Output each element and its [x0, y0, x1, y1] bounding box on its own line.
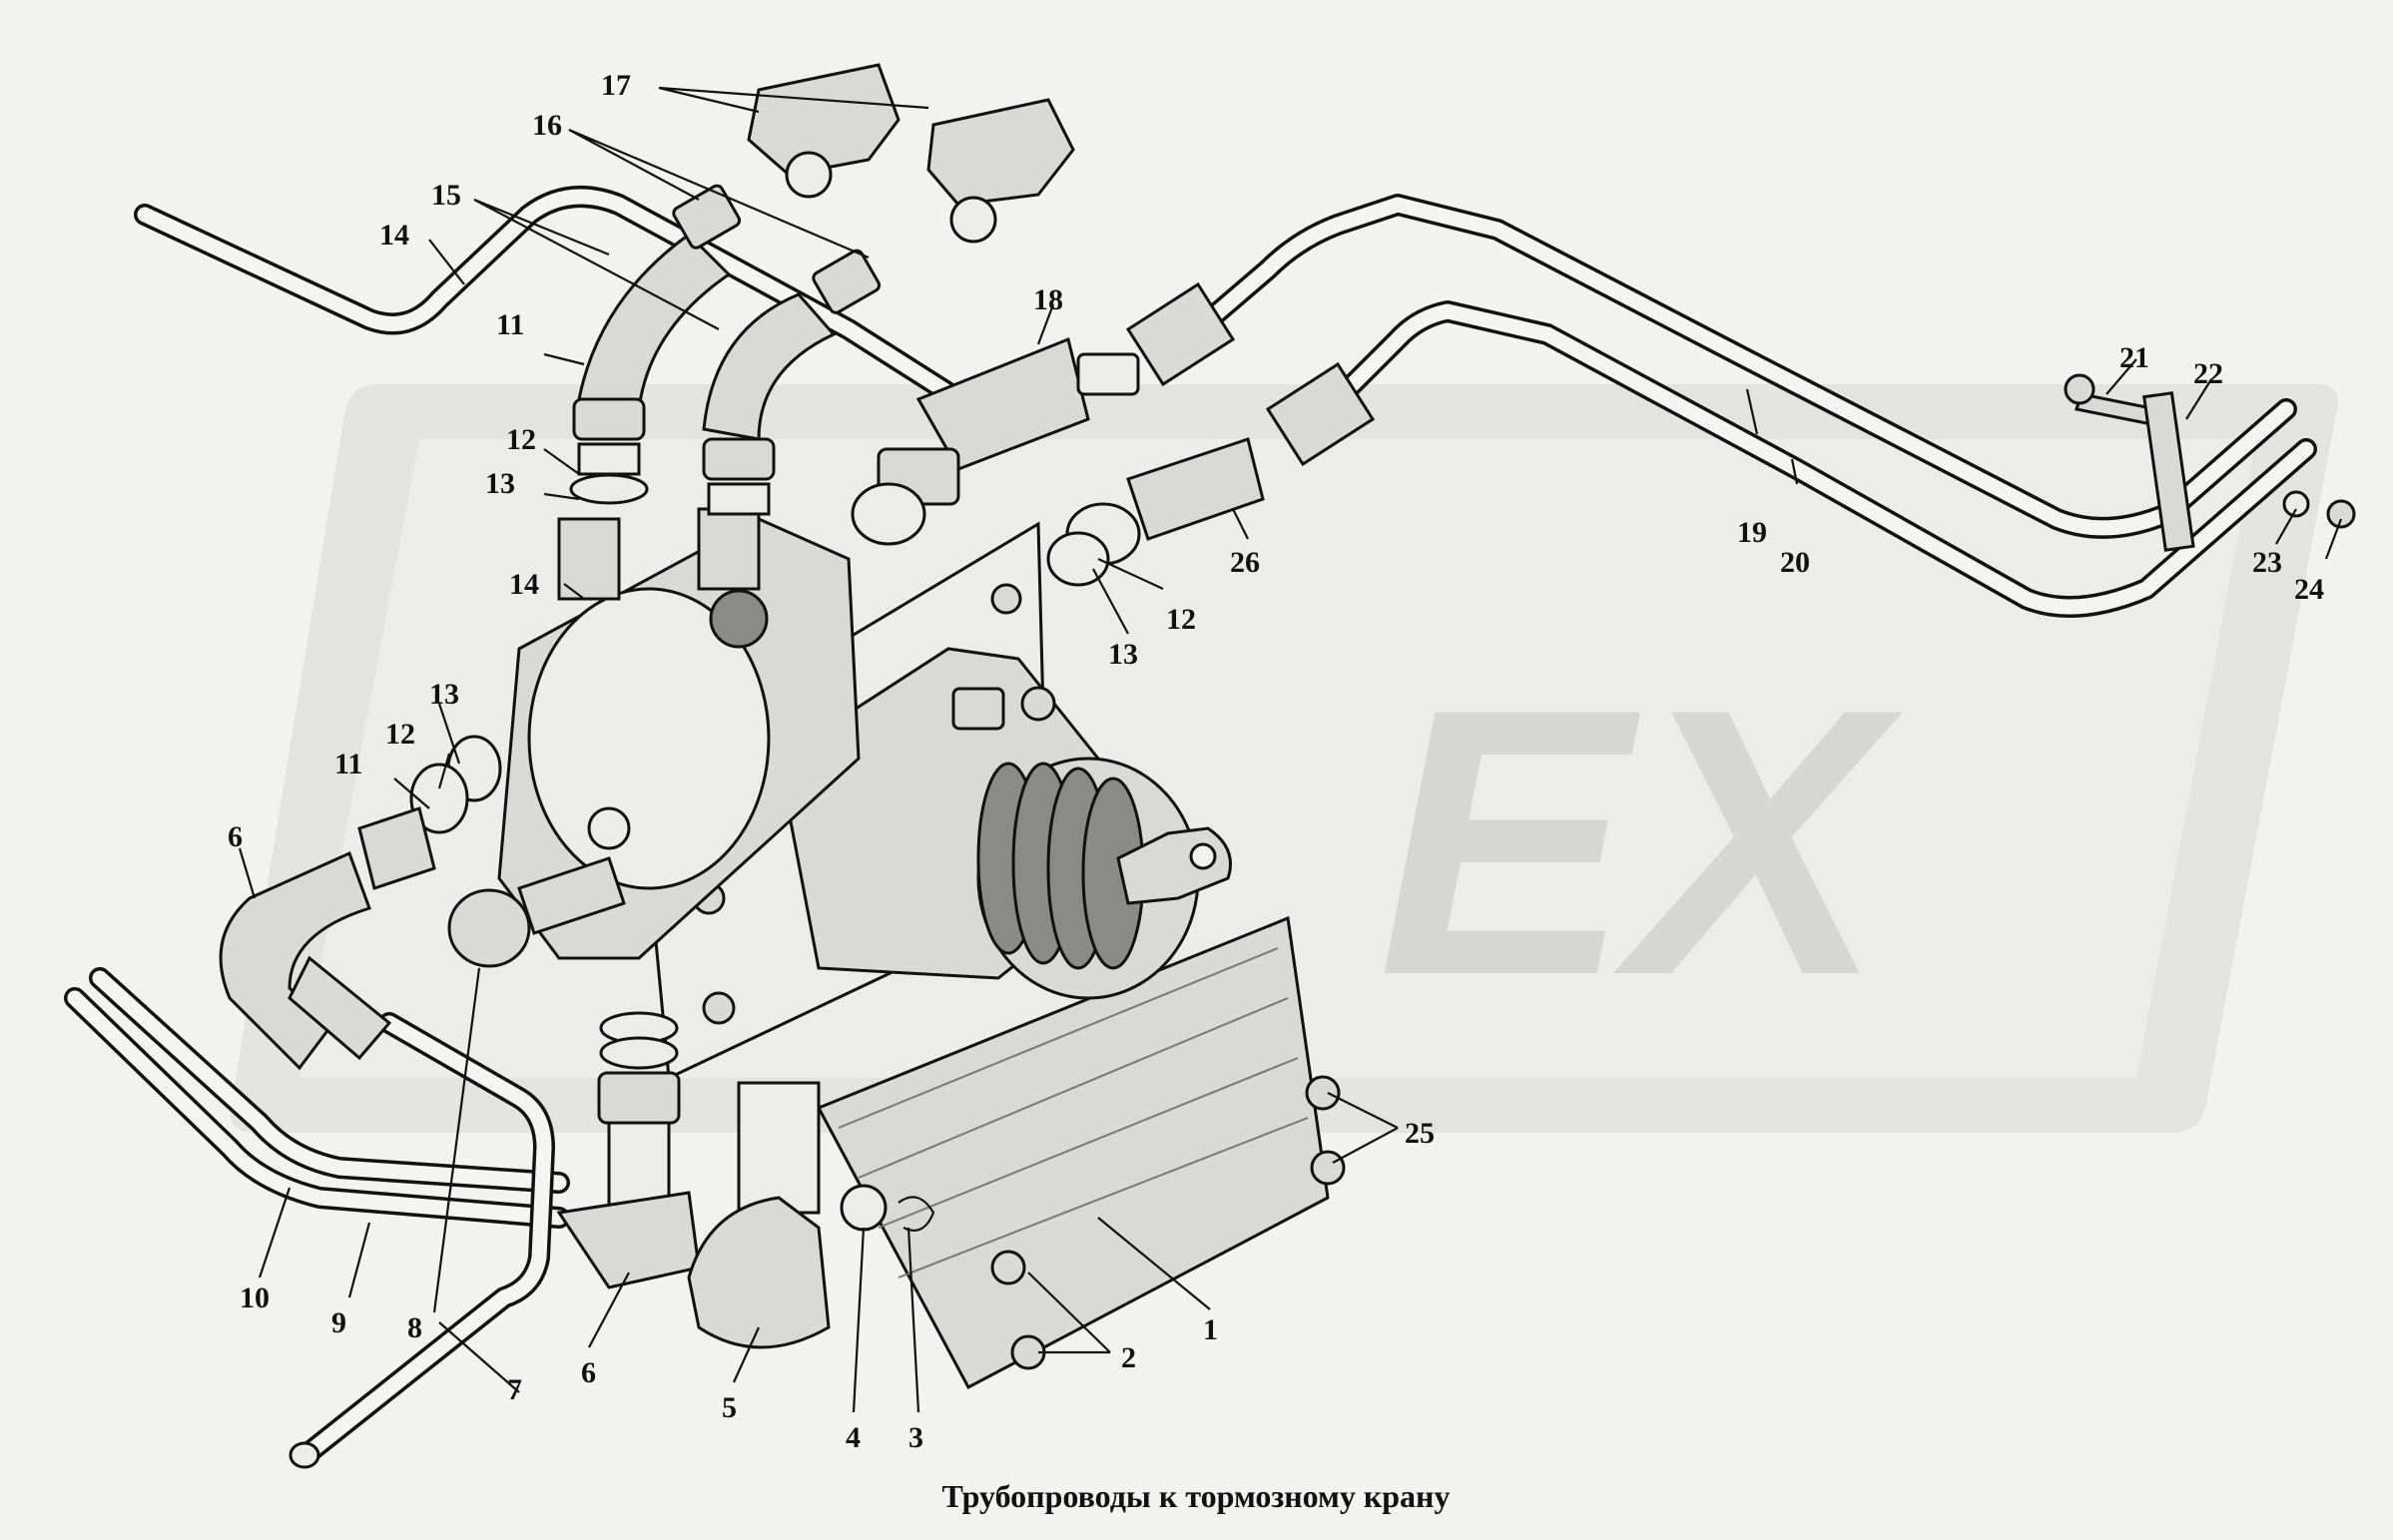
callout-23: 23	[2252, 546, 2282, 579]
diagram-caption: Трубопроводы к тормозному крану	[942, 1478, 1451, 1514]
callout-12-right: 12	[1166, 603, 1196, 636]
callout-16: 16	[532, 109, 562, 142]
callout-18: 18	[1033, 283, 1063, 316]
callout-8: 8	[407, 1311, 422, 1344]
leader-lines	[238, 86, 2343, 1413]
callout-9: 9	[331, 1306, 346, 1339]
watermark-text: EX	[1378, 630, 1904, 1054]
callout-11-top: 11	[496, 308, 524, 341]
callout-4: 4	[846, 1421, 861, 1454]
callout-14-mid: 14	[509, 568, 539, 601]
callout-26: 26	[1230, 546, 1260, 579]
callout-10: 10	[240, 1282, 270, 1314]
callout-11-left: 11	[334, 748, 362, 780]
callout-15: 15	[431, 179, 461, 212]
callout-19: 19	[1737, 516, 1767, 549]
brake-valve-body	[497, 507, 861, 960]
callout-2: 2	[1121, 1341, 1136, 1374]
callout-14-top: 14	[379, 219, 409, 252]
callout-12-left: 12	[385, 718, 415, 751]
callout-1: 1	[1203, 1313, 1218, 1346]
callout-17: 17	[601, 69, 631, 102]
callout-3: 3	[908, 1421, 923, 1454]
callout-24: 24	[2294, 573, 2324, 606]
callout-13-left: 13	[429, 678, 459, 711]
callout-6-left: 6	[228, 820, 243, 853]
callout-5: 5	[722, 1391, 737, 1424]
callout-7: 7	[507, 1373, 522, 1406]
pipes	[64, 186, 2317, 1469]
callout-13-top: 13	[485, 467, 515, 500]
callout-labels: 1 2 3 4 5 6 6 7 8 9 10 11 11 12 12 12 13…	[228, 69, 2324, 1454]
callout-13-right: 13	[1108, 638, 1138, 671]
callout-12-top: 12	[506, 423, 536, 456]
callout-21: 21	[2119, 341, 2149, 374]
callout-20: 20	[1780, 546, 1810, 579]
brake-cylinder	[777, 647, 1232, 1000]
fittings	[219, 63, 2356, 1349]
callout-22: 22	[2193, 357, 2223, 390]
callout-6-lower: 6	[581, 1356, 596, 1389]
callout-25: 25	[1405, 1117, 1435, 1150]
